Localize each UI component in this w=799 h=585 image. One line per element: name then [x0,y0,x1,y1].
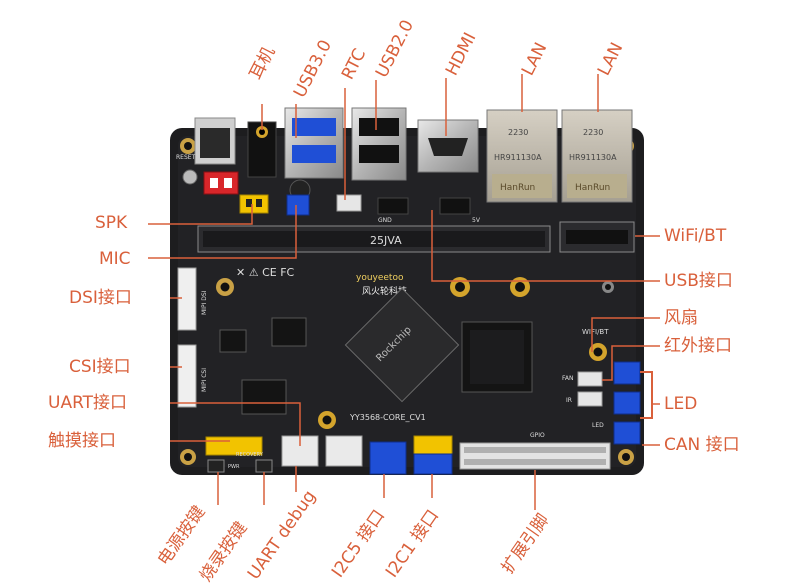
gpio-pins [464,447,606,465]
can-connector [613,421,641,445]
gnd-silk: GND [378,217,392,224]
5v-header [439,197,471,215]
recovery-silk: RECOVERY [236,452,264,458]
dsi-connector [177,267,197,331]
label-csi: CSI接口 [69,357,131,377]
reset-silk: RESET [176,154,196,161]
blue-header-small [286,194,310,216]
fan-silk: FAN [562,375,574,382]
rtc-connector [336,194,362,212]
gpio-silk: GPIO [530,432,545,439]
label-ir: 红外接口 [664,336,732,356]
lan2-model: HR911130A [569,153,617,162]
csi-silk: MIPI CSI [201,368,208,392]
i2c5-connector [369,441,407,475]
core-silk: YY3568-CORE_CV1 [349,413,426,422]
recovery-button [255,459,273,473]
brand-silk: youyeetoo [356,273,404,283]
lan-port-2: 2230 HR911130A HanRun [561,109,633,203]
label-fan: 风扇 [664,308,698,328]
callout-lines [148,74,660,510]
chip-small-1 [271,317,307,347]
label-spk: SPK [95,213,128,233]
ir-connector [577,391,603,407]
gpio-header [459,442,611,470]
uart-connector-2 [325,435,363,467]
wifi-silk: WIFI/BT [582,328,609,336]
reset-button [182,169,198,185]
label-mic: MIC [99,249,131,269]
lan-port-1: 2230 HR911130A HanRun [486,109,558,203]
lan1-model: HR911130A [494,153,542,162]
lan1-label: 2230 [508,128,528,137]
led-bracket [640,371,653,419]
mic-connector [239,194,269,214]
lan2-brand: HanRun [575,183,610,193]
mounting-holes [180,138,634,465]
label-can: CAN 接口 [664,435,740,455]
power-button [207,459,225,473]
i2c1-connector-yellow [413,435,453,455]
label-uart: UART接口 [48,393,128,413]
soc-chip [344,287,460,403]
i2c1-connector [413,453,453,475]
label-touch: 触摸接口 [48,431,116,451]
label-led: LED [664,394,698,414]
lan1-brand: HanRun [500,183,535,193]
chip-small-3 [241,379,287,415]
pwr-silk: PWR [228,464,240,470]
label-wifi-bt: WiFi/BT [664,226,727,246]
gnd-header [377,197,409,215]
chip-small-2 [219,329,247,353]
label-usb-port: USB接口 [664,271,733,291]
led-connector-2 [613,391,641,415]
dsi-silk: MIPI DSI [201,290,208,315]
fan-connector [577,371,603,387]
5v-silk: 5V [472,217,481,224]
led-connector-1 [613,361,641,385]
spk-connector [203,171,239,195]
fcc-marks: ✕ ⚠ CE FC [236,266,295,279]
csi-connector [177,344,197,408]
led-silk: LED [592,422,604,429]
ram-silk: 25JVA [370,234,402,247]
label-dsi: DSI接口 [69,288,132,308]
ir-silk: IR [566,397,572,404]
lan2-label: 2230 [583,128,603,137]
